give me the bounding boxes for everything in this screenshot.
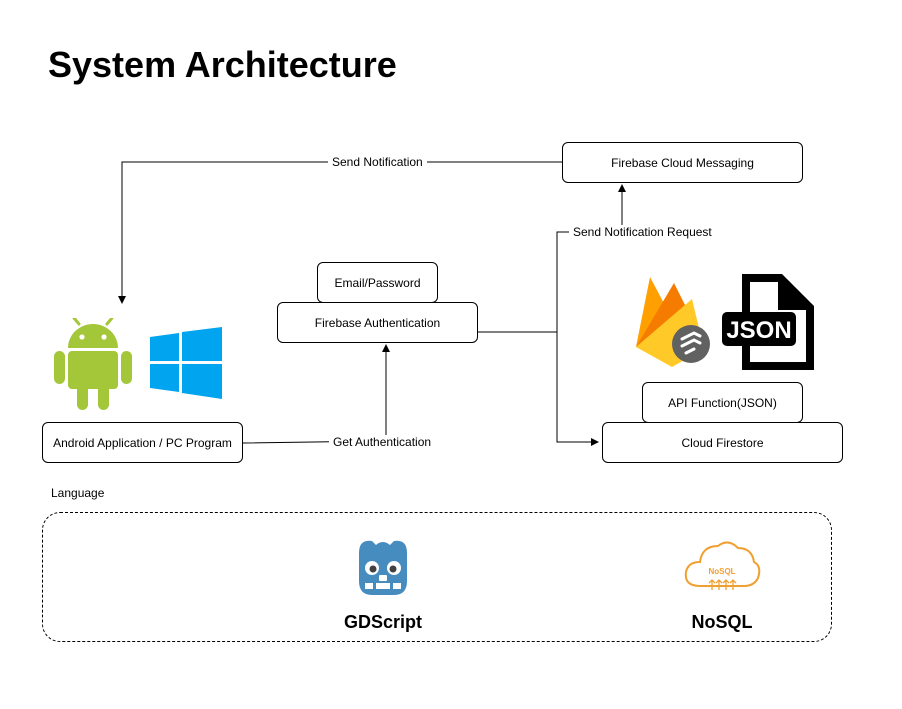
node-firebase-cloud-messaging: Firebase Cloud Messaging <box>562 142 803 183</box>
nosql-badge-text: NoSQL <box>708 567 735 576</box>
edge-get-authentication <box>242 344 390 444</box>
windows-icon <box>150 327 222 399</box>
language-gdscript-label: GDScript <box>343 612 422 632</box>
language-nosql-label: NoSQL <box>691 612 753 632</box>
node-firebase-authentication: Firebase Authentication <box>277 302 478 343</box>
edge-send-notification-request <box>556 184 626 332</box>
json-file-icon: JSON <box>722 274 814 370</box>
node-cloud-firestore: Cloud Firestore <box>602 422 843 463</box>
node-email-password: Email/Password <box>317 262 438 303</box>
page-title: System Architecture <box>48 44 397 85</box>
label-get-authentication: Get Authentication <box>329 435 436 449</box>
language-label: Language <box>51 486 105 500</box>
edge-auth-to-firestore <box>478 331 599 446</box>
label-send-notification: Send Notification <box>328 155 427 169</box>
node-api-function: API Function(JSON) <box>642 382 803 423</box>
godot-icon <box>359 540 407 595</box>
json-badge-text: JSON <box>726 317 791 344</box>
android-icon <box>54 318 132 410</box>
language-container <box>42 512 832 642</box>
firebase-firestore-icon <box>636 277 710 367</box>
node-client-application: Android Application / PC Program <box>42 422 243 463</box>
nosql-cloud-icon: NoSQL <box>684 541 761 590</box>
label-send-notification-request: Send Notification Request <box>569 225 716 239</box>
